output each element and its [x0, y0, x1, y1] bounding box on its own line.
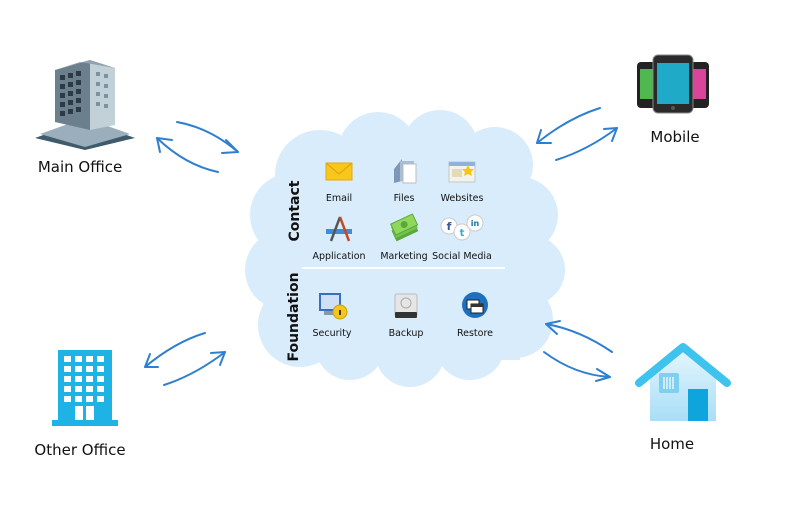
- service-social-media: f t in Social Media: [422, 213, 502, 262]
- app-tools-icon: [323, 213, 355, 245]
- envelope-icon: [323, 155, 355, 187]
- home-node: [633, 333, 733, 425]
- service-email: Email: [299, 155, 379, 204]
- mobile-label: Mobile: [650, 128, 700, 146]
- files-icon: [388, 155, 420, 187]
- money-icon: [388, 213, 420, 245]
- mobile-sync-arrow: [536, 107, 618, 161]
- service-websites: Websites: [422, 155, 502, 204]
- backup-drive-icon: [390, 290, 422, 322]
- service-application: Application: [299, 213, 379, 262]
- main-office-sync-arrow: [156, 121, 239, 173]
- smartphones-icon: [637, 54, 709, 114]
- svg-text:in: in: [471, 219, 480, 228]
- house-icon: [635, 343, 731, 421]
- website-icon: [446, 155, 478, 187]
- home-sync-arrow: [543, 320, 613, 382]
- other-office-label: Other Office: [34, 441, 126, 459]
- service-marketing: Marketing: [364, 213, 444, 262]
- building-icon: [52, 350, 118, 426]
- other-office-sync-arrow: [144, 332, 226, 386]
- service-backup: Backup: [366, 290, 446, 339]
- other-office-node: [50, 350, 120, 428]
- service-restore: Restore: [435, 290, 515, 339]
- service-security: Security: [292, 290, 372, 339]
- service-files: Files: [364, 155, 444, 204]
- office-tower-icon: [35, 60, 135, 150]
- main-office-label: Main Office: [37, 158, 123, 176]
- svg-text:t: t: [460, 228, 465, 239]
- mobile-node: [635, 54, 715, 114]
- main-office-node: [30, 50, 140, 150]
- home-label: Home: [649, 435, 695, 453]
- secure-computer-icon: [316, 290, 348, 322]
- restore-icon: [459, 290, 491, 322]
- social-icons: f t in: [440, 213, 484, 245]
- svg-text:f: f: [447, 220, 452, 233]
